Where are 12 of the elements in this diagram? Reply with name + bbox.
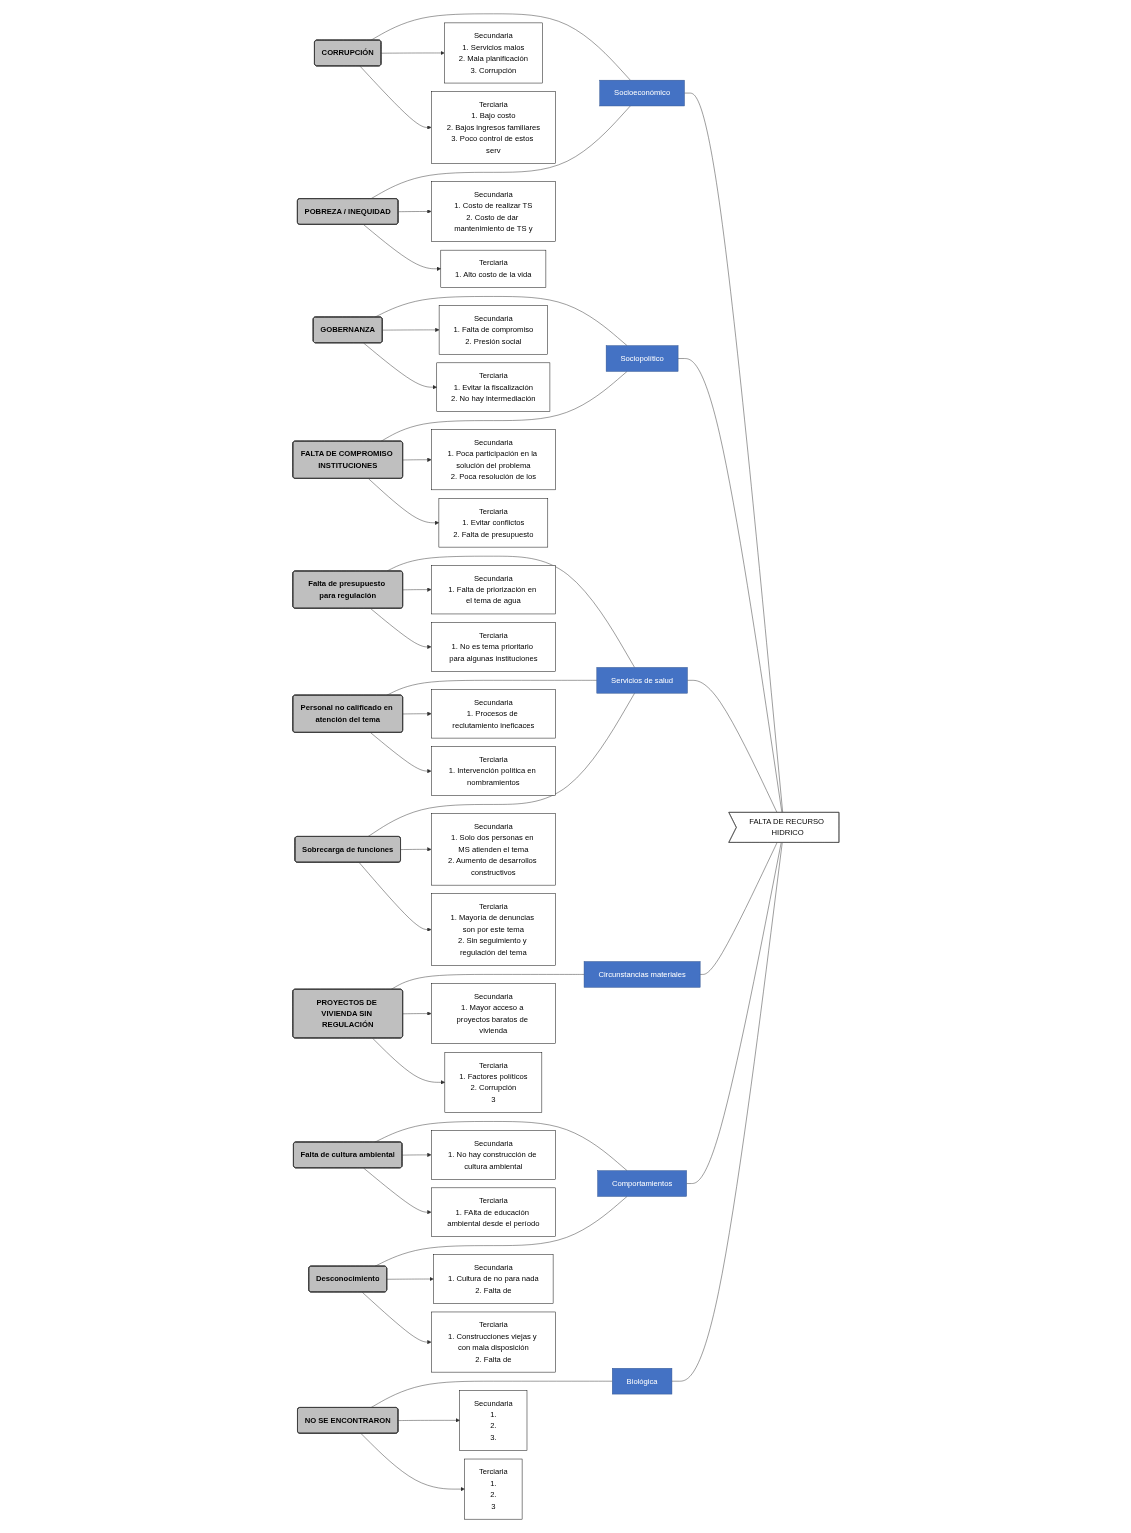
connector: [699, 842, 777, 975]
connector: [370, 1380, 613, 1408]
connector: [374, 1121, 627, 1171]
connector: [380, 371, 627, 442]
connector: [370, 105, 631, 200]
connector: [374, 1196, 627, 1267]
connector: [685, 842, 782, 1184]
connector: [671, 842, 783, 1382]
connector: [390, 974, 584, 990]
connector: [686, 680, 777, 813]
connector: [370, 13, 631, 81]
connector: [683, 92, 783, 813]
